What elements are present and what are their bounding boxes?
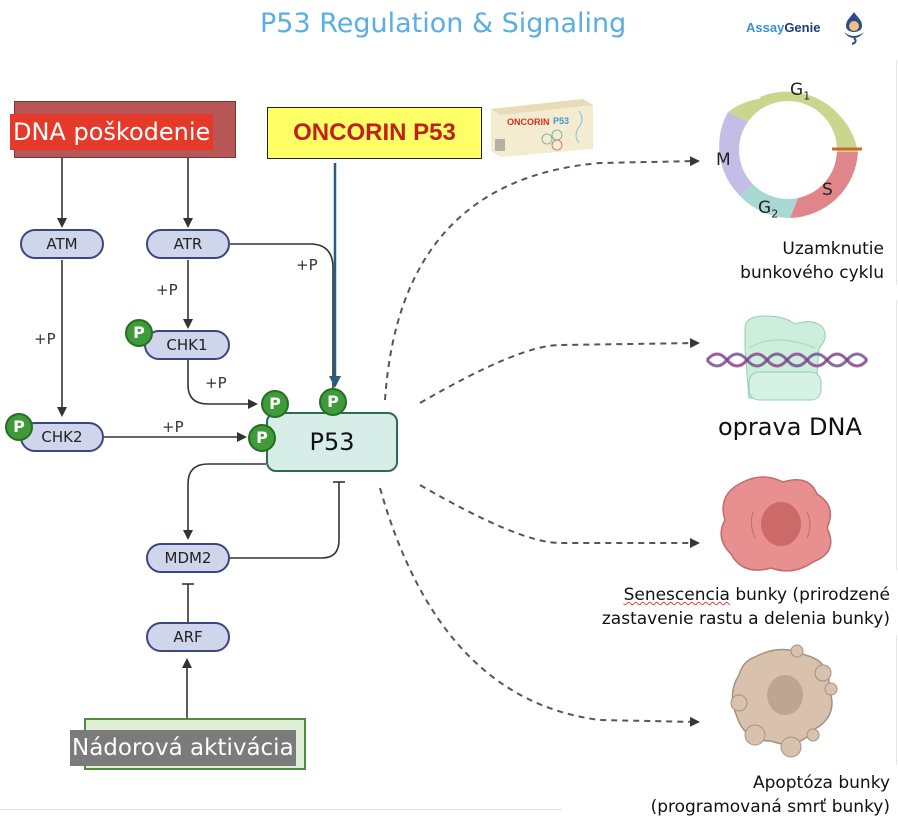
outcome-senescence-label: Senescencia bunky (prirodzené zastavenie… <box>602 583 890 631</box>
dna-repair-icon <box>705 315 869 401</box>
right-divider-2 <box>896 300 897 570</box>
label-chk1-p53: +P <box>205 374 227 392</box>
phase-m: M <box>716 150 731 170</box>
right-divider-1 <box>896 60 897 285</box>
dna-damage-label: DNA poškodenie <box>10 114 214 150</box>
phase-s: S <box>822 180 833 200</box>
outcome-dna-repair-label: oprava DNA <box>718 413 862 441</box>
senescent-cell-icon <box>720 476 832 572</box>
node-mdm2: MDM2 <box>146 543 230 573</box>
phase-g1-text: G1 <box>790 80 811 103</box>
phospho-badge-chk1: P <box>125 319 153 347</box>
label-atr-chk1: +P <box>156 281 178 299</box>
outcome-3-line1: Senescencia bunky (prirodzené <box>602 583 890 607</box>
label-atr-p53: +P <box>296 256 318 274</box>
node-chk1: CHK1 <box>144 330 230 360</box>
node-chk2: CHK2 <box>20 422 104 452</box>
outcome-1-line2: bunkového cyklu <box>740 263 884 283</box>
bottom-divider <box>0 809 562 810</box>
oncorin-p53-label: ONCORIN P53 <box>267 107 482 159</box>
outcome-cell-cycle-arrest-label: Uzamknutie bunkového cyklu <box>740 237 884 285</box>
label-chk2-p53: +P <box>162 418 184 436</box>
arrow-p53-senescence <box>419 484 700 548</box>
cell-cycle-icon <box>719 91 862 218</box>
svg-text:ONCORIN: ONCORIN <box>507 117 550 127</box>
label-atm-chk2: +P <box>34 330 56 348</box>
outcome-apoptosis-label: Apoptóza bunky (programovaná smrť bunky) <box>651 771 890 819</box>
logo-text-genie: Genie <box>784 20 821 35</box>
apoptotic-cell-icon <box>730 644 838 758</box>
tumor-activation-label: Nádorová aktivácia <box>70 730 296 766</box>
phase-subscript: 2 <box>771 207 779 221</box>
arrow-p53-dnarepair <box>419 338 700 404</box>
outcome-1-line1: Uzamknutie <box>782 239 884 259</box>
svg-text:P53: P53 <box>553 116 569 126</box>
genie-mascot-icon <box>844 12 864 45</box>
arrow-p53-apoptosis <box>379 487 700 727</box>
phase-g1: G1 <box>790 80 810 102</box>
node-atm: ATM <box>20 229 104 259</box>
outcome-3-rest: bunky (prirodzené <box>729 585 890 605</box>
phase-g2: G2 <box>758 198 779 221</box>
arrow-p53-cellcycle <box>384 156 700 401</box>
phase-subscript: 1 <box>803 89 811 103</box>
right-divider-3 <box>896 635 897 765</box>
node-p53: P53 <box>266 412 398 472</box>
outcome-3-underlined: Senescencia <box>623 585 730 605</box>
outcome-4-line2: (programovaná smrť bunky) <box>650 797 890 817</box>
phospho-badge-p53-1: P <box>261 390 289 418</box>
arrow-p53-mdm2 <box>183 463 266 540</box>
logo-text-assay: Assay <box>746 20 785 35</box>
node-atr: ATR <box>146 229 230 259</box>
phospho-badge-chk2: P <box>5 413 33 441</box>
arrow-atr-p53 <box>230 243 334 395</box>
inhibit-mdm2-p53 <box>220 482 340 559</box>
page-title: P53 Regulation & Signaling <box>260 8 627 39</box>
arrow-chk1-p53 <box>187 360 258 409</box>
node-arf: ARF <box>146 622 230 652</box>
phospho-badge-p53-2: P <box>319 388 347 416</box>
outcome-4-line1: Apoptóza bunky <box>752 773 890 793</box>
product-box-icon: ONCORIN P53 <box>491 99 593 157</box>
phospho-badge-p53-3: P <box>248 424 276 452</box>
assaygenie-logo: AssayGenie <box>746 20 820 35</box>
outcome-3-line2: zastavenie rastu a delenia bunky) <box>601 609 890 629</box>
